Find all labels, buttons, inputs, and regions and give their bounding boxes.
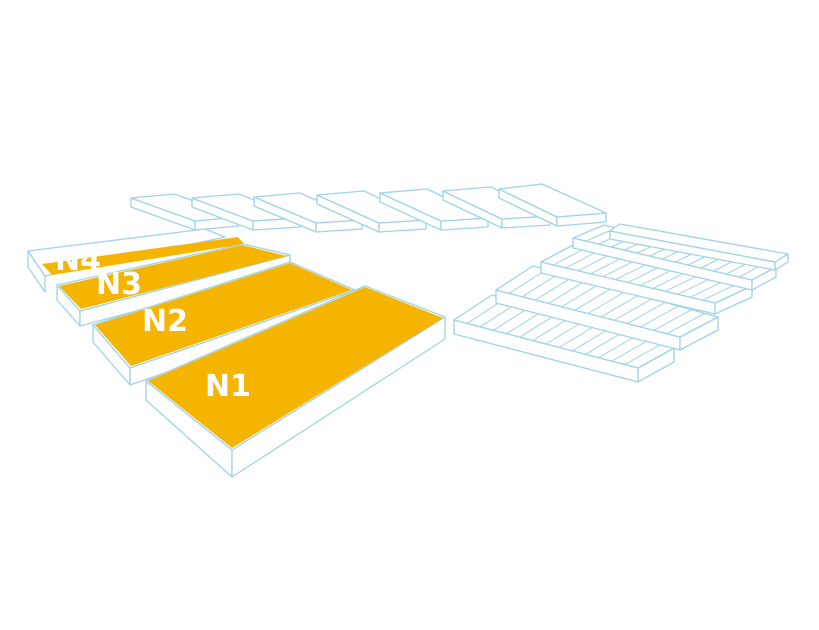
zone-label-n3: N3 — [96, 267, 142, 302]
zone-labels: N4 N3 N2 N1 — [55, 243, 251, 404]
zone-n1-block — [145, 285, 446, 478]
hatch-line — [558, 324, 597, 348]
hatch-line — [532, 317, 571, 341]
hatch-line — [598, 336, 636, 359]
zone-label-n1: N1 — [205, 369, 251, 404]
back-block-3 — [253, 192, 363, 233]
hatched-block-1 — [453, 294, 675, 383]
hatched-block-3 — [540, 242, 753, 315]
zone-n4-fill — [42, 237, 244, 275]
hatch-line — [624, 343, 662, 366]
hatch-line — [535, 276, 573, 301]
highlighted-zones — [27, 228, 446, 478]
hatch-line — [666, 312, 706, 335]
hatched-block-5 — [609, 223, 789, 271]
hatch-line — [519, 313, 558, 338]
back-block-6 — [442, 186, 551, 229]
back-row-blocks — [130, 183, 607, 233]
zone-n4-block — [27, 228, 244, 293]
hatch-line — [585, 332, 623, 355]
hatch-line — [653, 309, 692, 331]
zone-label-n2: N2 — [142, 304, 188, 339]
hatch-line — [627, 301, 666, 325]
zone-n2-block — [92, 261, 356, 386]
hatch-line — [561, 283, 600, 308]
back-block-5 — [379, 188, 489, 231]
zone-label-n4: N4 — [55, 243, 101, 278]
zone-n1-fill — [148, 287, 443, 448]
hatch-line — [548, 280, 587, 304]
hatch-line — [522, 272, 560, 298]
hatch-line — [508, 269, 547, 294]
hatch-line — [614, 298, 653, 321]
zone-n2-fill — [95, 263, 352, 366]
hatch-line — [545, 321, 584, 345]
hatch-line — [574, 287, 613, 311]
hatched-block-2 — [495, 265, 719, 351]
right-hatched-blocks — [453, 223, 789, 383]
hatch-line — [587, 291, 626, 314]
zone-n3-block — [56, 243, 291, 327]
zone-n3-fill — [59, 245, 287, 309]
hatch-line — [611, 339, 649, 362]
hatch-line — [600, 294, 639, 318]
back-block-7 — [498, 183, 607, 227]
hatch-line — [640, 305, 679, 328]
hatch-line — [572, 328, 610, 352]
